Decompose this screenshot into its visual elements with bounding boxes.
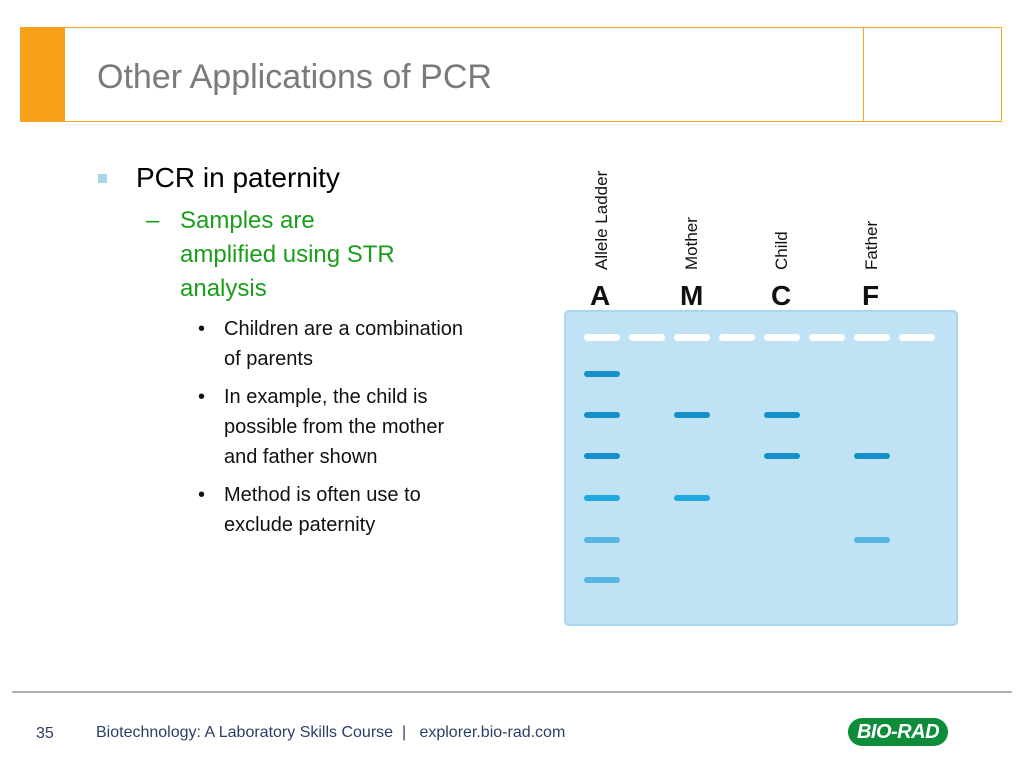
lane-letter-m: M (680, 280, 704, 311)
title-divider (863, 28, 864, 121)
gel-well (809, 334, 845, 341)
square-bullet-icon (98, 174, 107, 183)
gel-well (674, 334, 710, 341)
gel-well (899, 334, 935, 341)
lane-label-mother: Mother (682, 217, 701, 270)
gel-well (719, 334, 755, 341)
lane-letter-a: A (590, 280, 611, 311)
slide-title: Other Applications of PCR (97, 58, 492, 96)
bullet-list: PCR in paternity – Samples are amplified… (96, 160, 466, 540)
lane-label-father: Father (862, 220, 881, 270)
bullet-level3: • Method is often use to exclude paterni… (180, 480, 474, 540)
dna-band-ladder (584, 453, 620, 459)
dna-band-ladder (584, 371, 620, 377)
lane-label-allele-ladder: Allele Ladder (592, 170, 611, 270)
dna-band-ladder (584, 495, 620, 501)
dot-bullet-icon: • (198, 484, 206, 507)
lane-label-child: Child (772, 231, 791, 270)
dna-band-child (764, 412, 800, 418)
gel-well (629, 334, 665, 341)
footer-divider (12, 691, 1012, 693)
logo-text: BIO-RAD (856, 721, 940, 743)
dna-band-ladder (584, 537, 620, 543)
bullet-level3: • Children are a combination of parents (180, 314, 474, 374)
bullet-level2-text: Samples are amplified using STR analysis (180, 207, 395, 303)
page-number: 35 (36, 725, 54, 742)
dna-band-child (764, 453, 800, 459)
bio-rad-logo: BIO-RAD (848, 718, 948, 746)
dna-band-ladder (584, 412, 620, 418)
dot-bullet-icon: • (198, 386, 206, 409)
bullet-level1: PCR in paternity (96, 160, 466, 196)
dna-band-ladder (584, 577, 620, 583)
bullet-level1-text: PCR in paternity (136, 162, 340, 193)
dna-band-father (854, 453, 890, 459)
bullet-level3-text: Method is often use to exclude paternity (224, 484, 421, 537)
title-accent-bar (21, 28, 65, 121)
dna-band-father (854, 537, 890, 543)
dna-band-mother (674, 412, 710, 418)
dash-bullet-icon: – (146, 207, 160, 235)
lane-letter-c: C (771, 280, 792, 311)
dna-band-mother (674, 495, 710, 501)
gel-well (764, 334, 800, 341)
gel-well (584, 334, 620, 341)
bullet-level3: • In example, the child is possible from… (180, 382, 474, 472)
dot-bullet-icon: • (198, 318, 206, 341)
gel-well (854, 334, 890, 341)
bullet-level2: – Samples are amplified using STR analys… (136, 204, 400, 306)
footer-course-text: Biotechnology: A Laboratory Skills Cours… (96, 724, 566, 741)
bullet-level3-text: Children are a combination of parents (224, 318, 464, 371)
bullet-level3-text: In example, the child is possible from t… (224, 386, 445, 469)
electrophoresis-gel (564, 310, 958, 626)
lane-letter-f: F (862, 280, 880, 311)
title-box: Other Applications of PCR (20, 27, 1002, 122)
